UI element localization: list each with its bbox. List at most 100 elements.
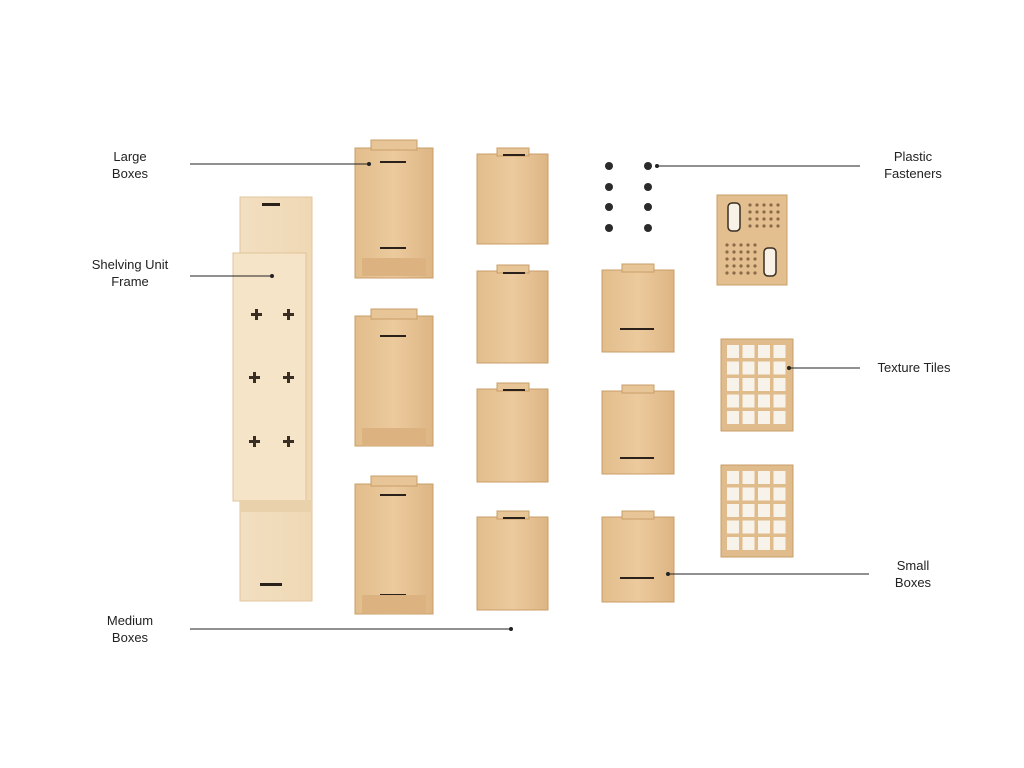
peg-hole bbox=[769, 203, 773, 207]
peg-hole bbox=[769, 210, 773, 214]
grid-cell bbox=[758, 471, 770, 484]
plastic-fasteners bbox=[605, 162, 652, 232]
peg-hole bbox=[739, 243, 743, 247]
peg-hole bbox=[769, 224, 773, 228]
peg-hole bbox=[732, 250, 736, 254]
grid-cell bbox=[727, 537, 739, 550]
peg-hole bbox=[746, 243, 750, 247]
peg-hole bbox=[755, 210, 759, 214]
peg-hole bbox=[776, 224, 780, 228]
grid-cell bbox=[773, 345, 786, 358]
grid-cell bbox=[773, 487, 786, 501]
peg-hole bbox=[732, 264, 736, 268]
grid-cell bbox=[758, 520, 770, 534]
medium-box bbox=[476, 147, 549, 245]
grid-cell bbox=[773, 520, 786, 534]
label-texture-tiles: Texture Tiles bbox=[877, 360, 951, 375]
texture-tile-pegboard bbox=[716, 194, 788, 286]
label-plastic-fasteners: Plastic Fasteners bbox=[884, 149, 942, 181]
peg-hole bbox=[748, 224, 752, 228]
grid-cell bbox=[727, 345, 739, 358]
grid-cell bbox=[727, 411, 739, 424]
medium-box bbox=[476, 510, 549, 611]
peg-hole bbox=[769, 217, 773, 221]
peg-hole bbox=[748, 210, 752, 214]
peg-hole bbox=[725, 257, 729, 261]
grid-cell bbox=[742, 378, 755, 391]
grid-cell bbox=[758, 378, 770, 391]
grid-cell bbox=[742, 394, 755, 408]
peg-hole bbox=[748, 217, 752, 221]
grid-cell bbox=[742, 411, 755, 424]
texture-tile-grid bbox=[720, 338, 794, 432]
grid-cell bbox=[758, 487, 770, 501]
grid-cell bbox=[758, 394, 770, 408]
grid-cell bbox=[742, 520, 755, 534]
peg-hole bbox=[732, 243, 736, 247]
peg-hole bbox=[753, 271, 757, 275]
medium-box bbox=[476, 264, 549, 364]
label-small-boxes: Small Boxes bbox=[894, 558, 932, 590]
peg-hole bbox=[776, 217, 780, 221]
grid-cell bbox=[742, 487, 755, 501]
grid-cell bbox=[773, 537, 786, 550]
peg-hole bbox=[746, 271, 750, 275]
grid-cell bbox=[742, 537, 755, 550]
texture-tile-grid bbox=[720, 464, 794, 558]
grid-cell bbox=[758, 411, 770, 424]
leader-lines bbox=[190, 163, 869, 630]
small-box bbox=[601, 384, 675, 475]
grid-cell bbox=[758, 345, 770, 358]
peg-hole bbox=[755, 217, 759, 221]
peg-hole bbox=[762, 210, 766, 214]
grid-cell bbox=[758, 504, 770, 517]
peg-hole bbox=[739, 264, 743, 268]
grid-cell bbox=[727, 487, 739, 501]
peg-hole bbox=[755, 203, 759, 207]
peg-hole bbox=[739, 250, 743, 254]
peg-hole bbox=[762, 217, 766, 221]
grid-cell bbox=[727, 471, 739, 484]
grid-cell bbox=[727, 378, 739, 391]
large-box bbox=[354, 308, 434, 447]
label-large-boxes: Large Boxes bbox=[111, 149, 149, 181]
grid-cell bbox=[727, 520, 739, 534]
shelving-unit-frame bbox=[232, 196, 313, 602]
grid-cell bbox=[773, 504, 786, 517]
grid-cell bbox=[773, 471, 786, 484]
peg-hole bbox=[753, 243, 757, 247]
peg-hole bbox=[732, 271, 736, 275]
peg-hole bbox=[746, 264, 750, 268]
peg-hole bbox=[739, 257, 743, 261]
peg-hole bbox=[753, 257, 757, 261]
grid-cell bbox=[773, 411, 786, 424]
peg-hole bbox=[753, 264, 757, 268]
label-medium-boxes: Medium Boxes bbox=[106, 613, 154, 645]
peg-hole bbox=[776, 203, 780, 207]
grid-cell bbox=[727, 504, 739, 517]
grid-cell bbox=[727, 361, 739, 375]
grid-cell bbox=[742, 504, 755, 517]
grid-cell bbox=[758, 537, 770, 550]
peg-hole bbox=[755, 224, 759, 228]
grid-cell bbox=[773, 378, 786, 391]
grid-cell bbox=[742, 471, 755, 484]
peg-hole bbox=[725, 271, 729, 275]
large-box bbox=[354, 475, 434, 615]
peg-hole bbox=[725, 250, 729, 254]
peg-hole bbox=[725, 243, 729, 247]
peg-hole bbox=[739, 271, 743, 275]
small-box bbox=[601, 263, 675, 353]
peg-hole bbox=[776, 210, 780, 214]
grid-cell bbox=[742, 361, 755, 375]
cross-cutouts bbox=[249, 309, 294, 447]
small-box bbox=[601, 510, 675, 603]
grid-cell bbox=[742, 345, 755, 358]
peg-hole bbox=[748, 203, 752, 207]
peg-hole bbox=[732, 257, 736, 261]
peg-hole bbox=[762, 203, 766, 207]
grid-cell bbox=[727, 394, 739, 408]
large-box bbox=[354, 139, 434, 279]
grid-cell bbox=[758, 361, 770, 375]
